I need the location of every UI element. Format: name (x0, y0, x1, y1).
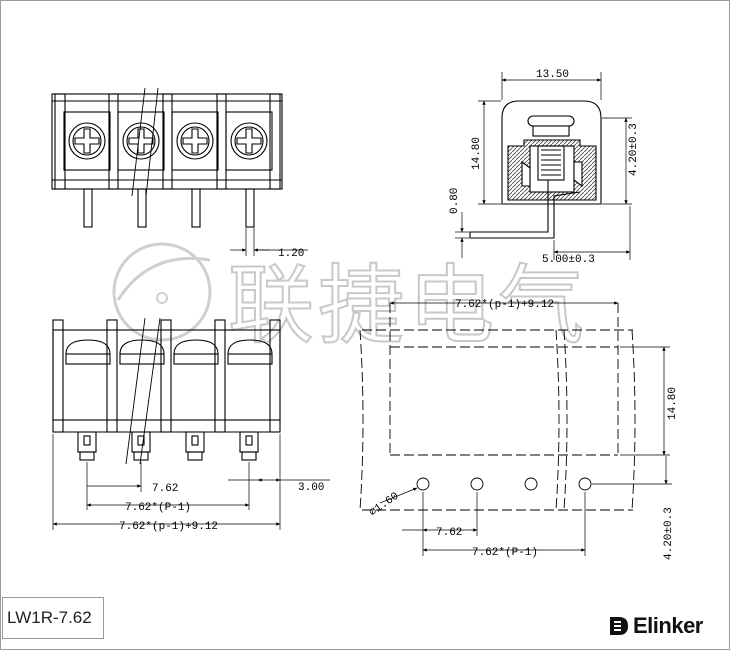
dim-side-offset: 3.00 (298, 482, 324, 494)
dim-pin-offset: 1.20 (278, 248, 304, 260)
elinker-logo-icon (610, 617, 628, 635)
screw-caps (65, 339, 273, 365)
side-view (469, 100, 602, 239)
dim-width: 13.50 (536, 69, 569, 81)
model-label: LW1R-7.62 (2, 597, 104, 639)
brand-name: Elinker (633, 613, 703, 638)
pcb-dimensions (379, 301, 672, 556)
watermark-text: 联捷电气 (228, 256, 588, 356)
screw-heads (63, 111, 273, 171)
dim-pcb-offset: 4.20±0.3 (663, 507, 675, 560)
dim-hole-diameter: ⌀1.60 (367, 491, 401, 520)
brand-logo: Elinker (608, 611, 703, 641)
front-view-dimensions (52, 434, 330, 530)
watermark-logo-icon (112, 242, 212, 342)
dim-total-length-front: 7.62*(p-1)+9.12 (119, 521, 218, 533)
top-view (51, 87, 308, 256)
pins-top (83, 188, 255, 228)
dim-pitch-front: 7.62 (152, 483, 178, 495)
dim-pitch-pcb: 7.62 (436, 527, 462, 539)
dim-pcb-height: 14.80 (667, 387, 679, 420)
dim-total-length-top: 7.62*(p-1)+9.12 (455, 299, 554, 311)
dim-span-front: 7.62*(P-1) (125, 502, 191, 514)
dim-span-pcb: 7.62*(P-1) (472, 547, 538, 559)
pcb-holes (416, 477, 592, 491)
dim-pin-thickness: 0.80 (449, 188, 461, 214)
pins-front (77, 431, 259, 461)
dim-top-offset: 4.20±0.3 (628, 123, 640, 176)
front-view (52, 317, 281, 465)
side-view-dimensions (455, 72, 632, 260)
pcb-layout-view (359, 303, 636, 511)
dim-pin-length: 5.00±0.3 (542, 254, 595, 266)
dim-height: 14.80 (471, 137, 483, 170)
watermark: 联捷电气 (112, 242, 588, 357)
